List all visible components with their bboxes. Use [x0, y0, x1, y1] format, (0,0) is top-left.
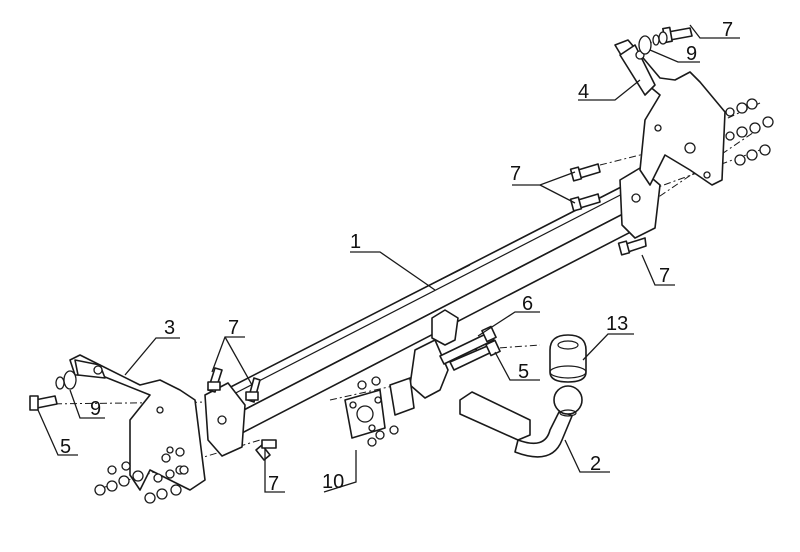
callout-6: 6 — [522, 293, 533, 315]
callout-13: 13 — [606, 313, 628, 335]
callout-10: 10 — [322, 471, 344, 493]
callout-5-left: 5 — [60, 436, 71, 458]
leader-lines — [37, 24, 740, 493]
center-lug — [409, 309, 459, 399]
crossbar — [204, 167, 661, 457]
callout-5-mid: 5 — [518, 361, 529, 383]
callout-7-bottom: 7 — [268, 473, 279, 495]
callout-7-left: 7 — [228, 317, 239, 339]
callout-1: 1 — [350, 231, 361, 253]
socket-plate — [344, 376, 415, 447]
bolts — [29, 26, 693, 461]
callout-7-upper: 7 — [510, 163, 521, 185]
right-mounting-bracket — [614, 39, 726, 203]
tow-ball-neck — [459, 385, 583, 458]
callout-7-top-right: 7 — [722, 19, 733, 41]
callout-9-right: 9 — [686, 43, 697, 65]
callout-7-right: 7 — [659, 265, 670, 287]
ball-cover-cap — [549, 334, 587, 383]
callout-9-left: 9 — [90, 398, 101, 420]
callout-4: 4 — [578, 81, 589, 103]
washers-and-nuts — [55, 31, 774, 504]
left-mounting-bracket — [69, 354, 227, 491]
callout-2: 2 — [590, 453, 601, 475]
callout-labels: 7 9 4 7 7 1 6 5 13 2 10 3 7 9 5 7 — [60, 19, 733, 495]
callout-3: 3 — [164, 317, 175, 339]
